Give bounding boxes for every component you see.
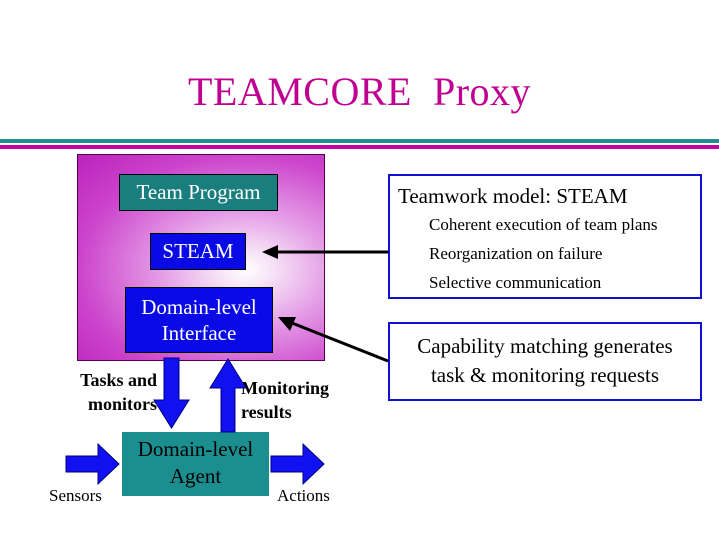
- capability-line1: Capability matching generates: [417, 334, 673, 358]
- monitoring-results-label: Monitoring results: [241, 376, 371, 424]
- domain-interface-line1: Domain-level: [141, 295, 257, 319]
- tasks-down-arrow: [153, 357, 190, 429]
- domain-interface-line2: Interface: [161, 321, 237, 345]
- agent-line1: Domain-level: [137, 437, 254, 461]
- teamwork-model-item: Selective communication: [429, 273, 602, 292]
- monitoring-label-line1: Monitoring: [241, 378, 329, 398]
- steam-label: STEAM: [162, 239, 234, 263]
- slide-title: TEAMCORE Proxy: [187, 69, 532, 114]
- title-rule-magenta: [0, 145, 719, 149]
- domain-level-agent-box: Domain-level Agent: [122, 432, 269, 496]
- sensors-label: Sensors: [49, 486, 102, 505]
- capability-line2: task & monitoring requests: [430, 363, 660, 387]
- steam-box: STEAM: [150, 233, 246, 270]
- tasks-and-monitors-label: Tasks and monitors: [40, 368, 157, 416]
- arrow-to-domain-interface: [278, 317, 389, 363]
- actions-arrow: [270, 442, 325, 486]
- agent-line2: Agent: [169, 464, 222, 488]
- teamwork-model-heading: Teamwork model: STEAM: [398, 184, 628, 208]
- team-program-label: Team Program: [136, 180, 261, 204]
- monitoring-label-line2: results: [241, 402, 292, 422]
- monitoring-up-arrow: [209, 358, 247, 433]
- domain-level-interface-box: Domain-level Interface: [125, 287, 273, 353]
- sensors-arrow: [65, 442, 120, 486]
- arrow-to-steam: [262, 245, 388, 259]
- capability-matching-box: Capability matching generates task & mon…: [388, 322, 702, 401]
- teamwork-model-item: Coherent execution of team plans: [429, 215, 658, 234]
- team-program-box: Team Program: [119, 174, 278, 211]
- tasks-label-line2: monitors: [88, 394, 157, 414]
- teamwork-model-box: Teamwork model: STEAM Coherent execution…: [388, 174, 702, 299]
- tasks-label-line1: Tasks and: [80, 370, 157, 390]
- actions-label: Actions: [277, 486, 330, 505]
- title-rule-teal: [0, 139, 719, 143]
- teamwork-model-item: Reorganization on failure: [429, 244, 603, 263]
